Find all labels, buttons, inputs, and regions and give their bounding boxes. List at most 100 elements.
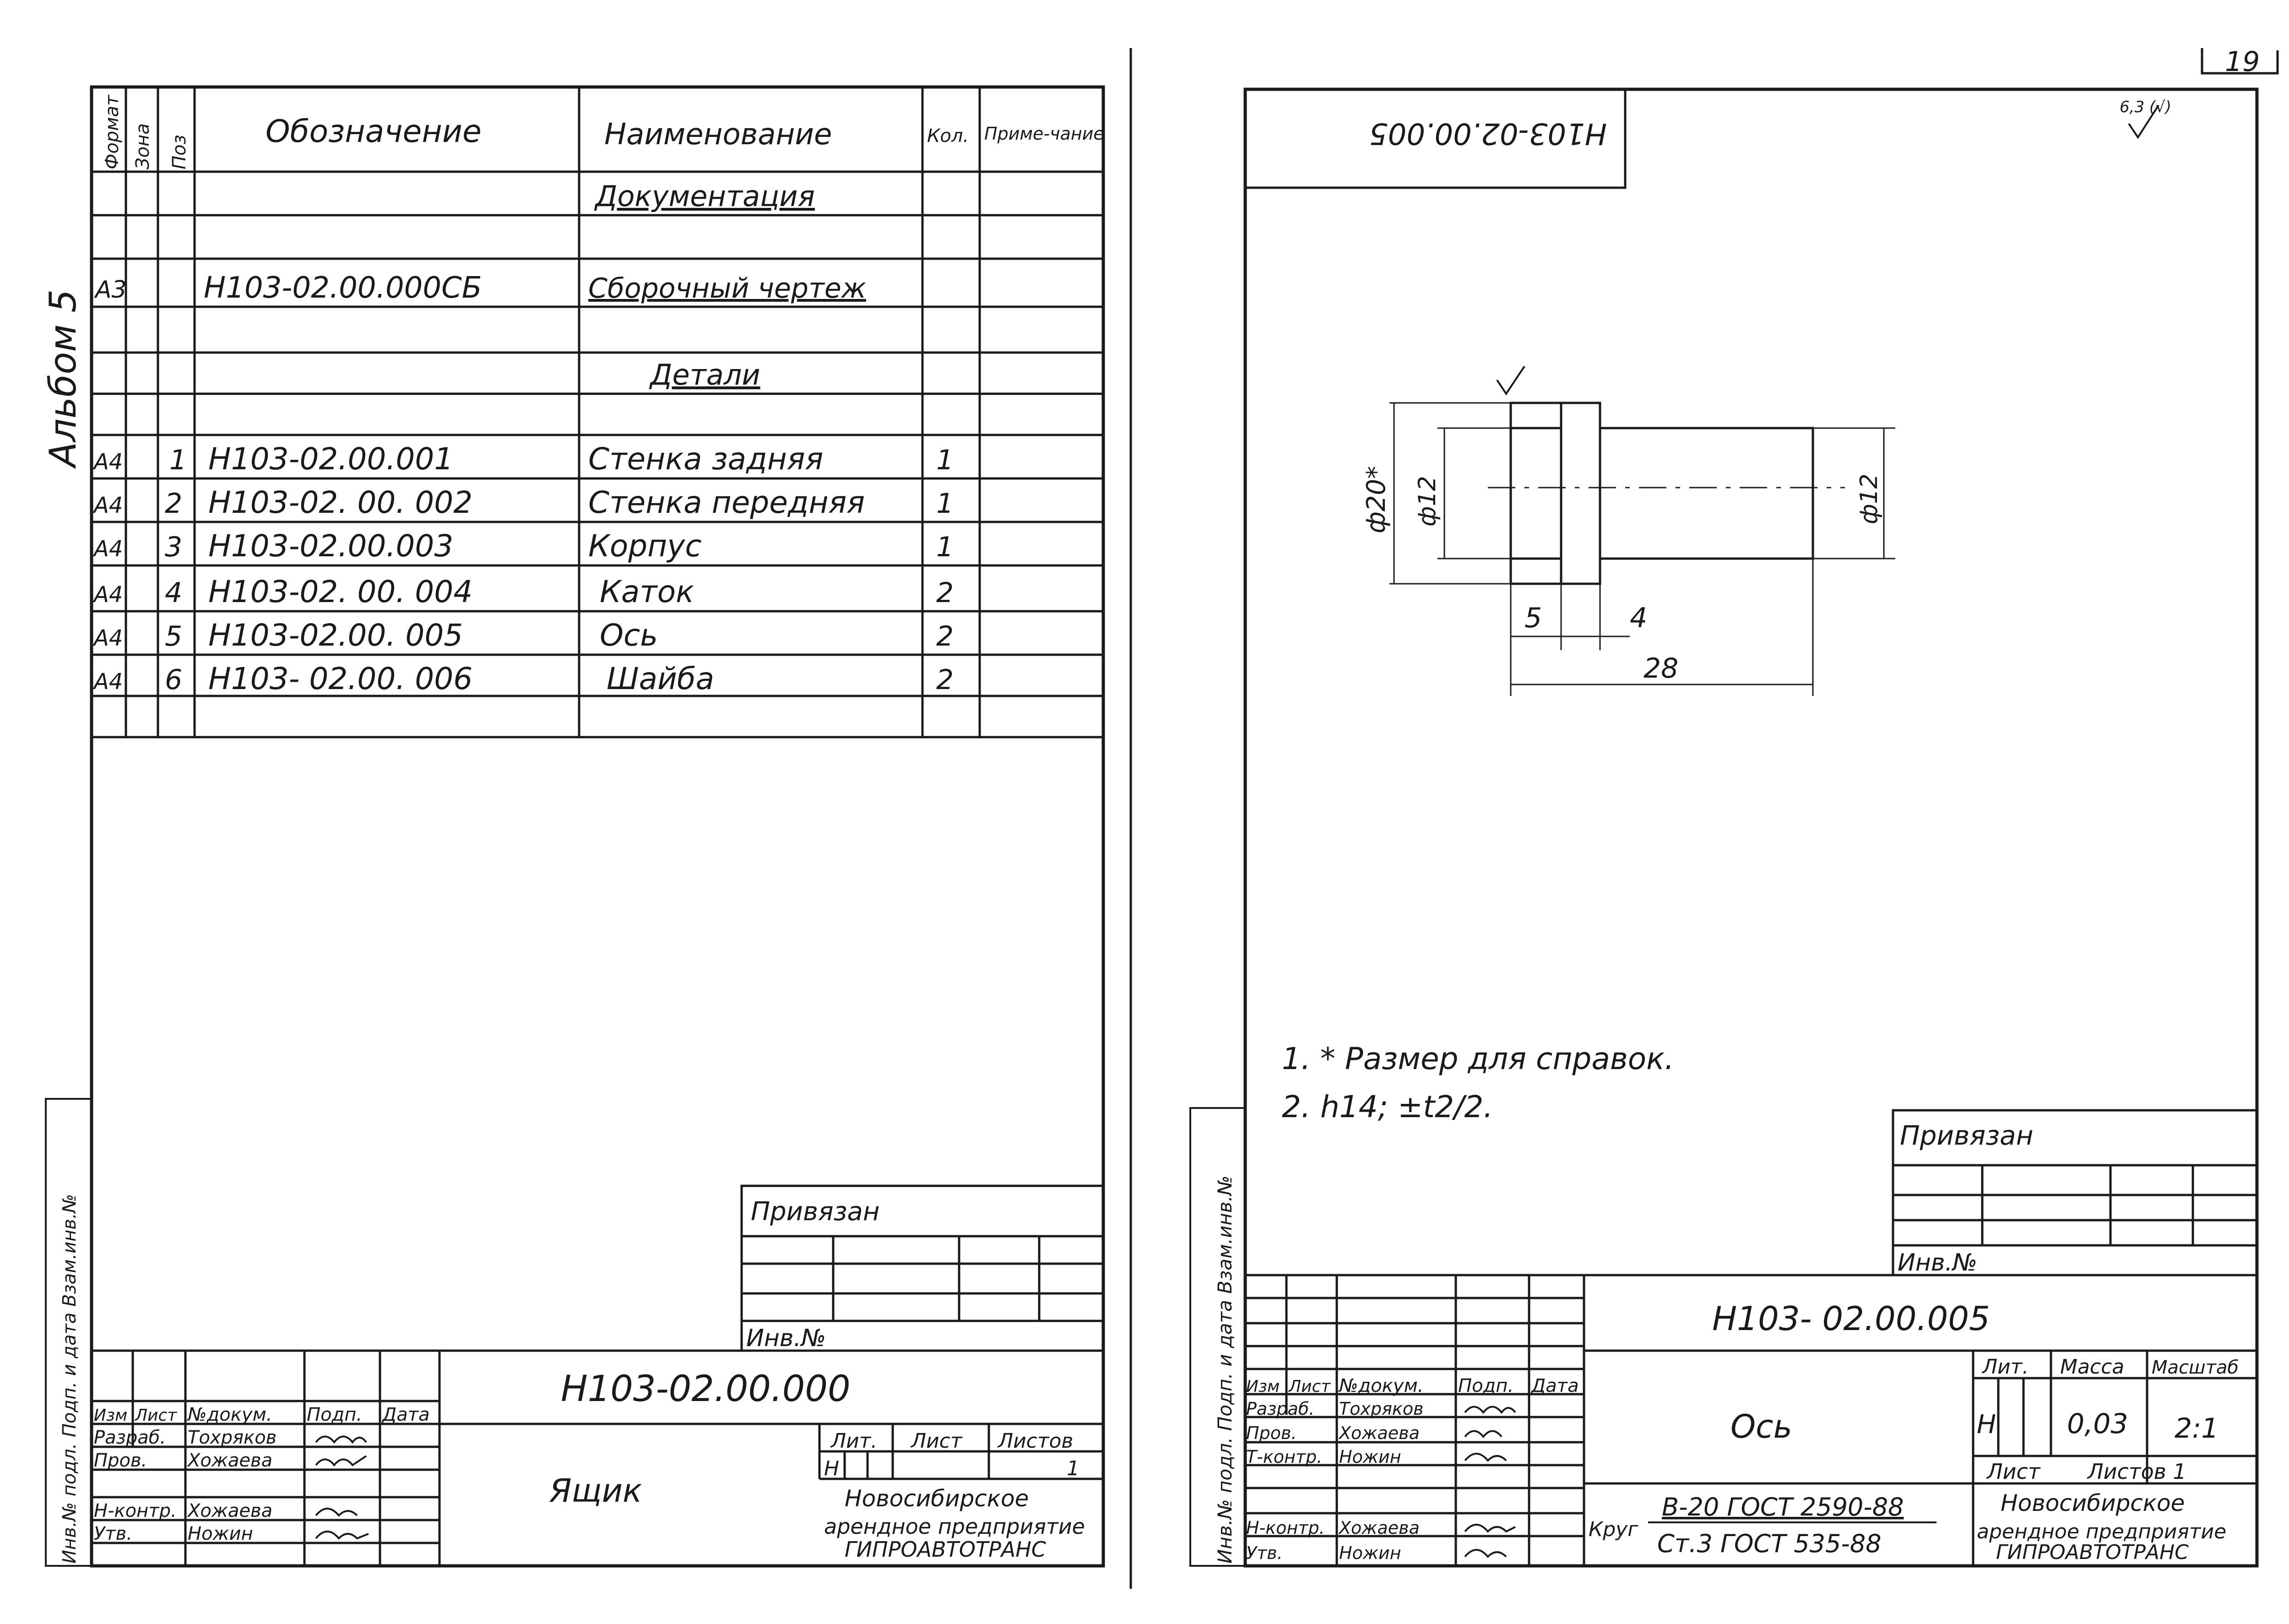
tb-header-list: Лист bbox=[1288, 1377, 1331, 1396]
doc-row-name: Сборочный чертеж bbox=[588, 272, 866, 304]
header-note: Приме-чание bbox=[984, 124, 1104, 144]
row-qty: 2 bbox=[936, 620, 954, 652]
note-2: 2. h14; ±t2/2. bbox=[1282, 1089, 1493, 1124]
spec-row: А4 4 Н103-02. 00. 004 Каток 2 bbox=[92, 574, 954, 609]
section-documentation: Документация bbox=[594, 179, 815, 213]
row-designation: Н103-02. 00. 002 bbox=[208, 485, 472, 520]
title-name: Ящик bbox=[549, 1472, 642, 1510]
row-name: Корпус bbox=[588, 528, 702, 564]
row-name: Стенка задняя bbox=[588, 441, 823, 477]
corner-page-number-box: 19 bbox=[2201, 46, 2279, 78]
signature bbox=[315, 1435, 367, 1444]
row-format: А4 bbox=[92, 669, 123, 695]
dim-d12-left: ф12 bbox=[1414, 476, 1441, 527]
tb-scale-value: 2:1 bbox=[2175, 1412, 2219, 1445]
row-pos: 4 bbox=[165, 577, 182, 609]
tb-lit-value: Н bbox=[824, 1457, 839, 1480]
side-stamp-strip bbox=[1189, 1107, 1246, 1567]
row-pos: 6 bbox=[165, 664, 182, 696]
row-designation: Н103-02.00.001 bbox=[208, 441, 453, 477]
dim-5: 5 bbox=[1524, 602, 1542, 634]
tb-org-line2: арендное предприятие bbox=[824, 1514, 1085, 1539]
roughness-text: 6,3 (√) bbox=[2120, 98, 2171, 116]
side-stamp-text: Инв.№ подл. Подп. и дата Взам.инв.№ bbox=[59, 1194, 80, 1564]
tb-material-line1: В-20 ГОСТ 2590-88 bbox=[1662, 1493, 1904, 1521]
row-format: А4 bbox=[92, 536, 123, 562]
row-qty: 2 bbox=[936, 664, 954, 696]
right-sheet: Н103-02.00.005 6,3 (√) bbox=[1189, 87, 2259, 1568]
tb-person: Ножин bbox=[188, 1523, 253, 1544]
row-qty: 1 bbox=[936, 444, 954, 476]
tb-role: Пров. bbox=[94, 1450, 147, 1471]
row-name: Каток bbox=[600, 574, 694, 609]
tb-mass-label: Масса bbox=[2060, 1355, 2124, 1379]
tb-role: Разраб. bbox=[1246, 1399, 1314, 1419]
row-pos: 2 bbox=[165, 488, 182, 520]
title-block-grid bbox=[90, 1349, 1105, 1567]
tb-role: Н-контр. bbox=[1246, 1518, 1325, 1538]
tb-role: Пров. bbox=[1246, 1423, 1296, 1443]
title-name: Ось bbox=[1730, 1408, 1792, 1445]
row-format: А4 bbox=[92, 582, 123, 608]
row-designation: Н103-02. 00. 004 bbox=[208, 574, 472, 609]
header-qty: Кол. bbox=[927, 125, 969, 147]
tb-role: Разраб. bbox=[94, 1427, 166, 1448]
title-code: Н103-02.00.000 bbox=[561, 1369, 851, 1410]
header-designation: Обозначение bbox=[266, 114, 482, 150]
row-name: Ось bbox=[600, 618, 658, 653]
tb-header-date: Дата bbox=[1530, 1375, 1579, 1396]
tb-person: Хожаева bbox=[1338, 1518, 1420, 1538]
tb-person: Тохряков bbox=[188, 1427, 277, 1448]
tb-listov-label: Листов bbox=[997, 1429, 1073, 1453]
tb-lit-label: Лит. bbox=[830, 1429, 877, 1453]
row-format: А4 bbox=[92, 449, 123, 475]
inverted-code: Н103-02.00.005 bbox=[1369, 116, 1607, 150]
tb-list-label: Лист bbox=[1986, 1459, 2041, 1484]
tb-role: Утв. bbox=[1246, 1543, 1283, 1563]
privyazan-label: Привязан bbox=[751, 1197, 879, 1227]
tb-header-izm: Изм bbox=[94, 1406, 127, 1425]
tb-role: Н-контр. bbox=[94, 1500, 177, 1521]
tb-material-prefix: Круг bbox=[1589, 1518, 1638, 1541]
row-designation: Н103-02.00.003 bbox=[208, 528, 453, 564]
privyazan-block bbox=[740, 1184, 1105, 1352]
spec-row: А4 5 Н103-02.00. 005 Ось 2 bbox=[92, 618, 954, 653]
surface-mark bbox=[1496, 365, 1525, 396]
row-qty: 2 bbox=[936, 577, 954, 609]
title-block-grid bbox=[1245, 1274, 2257, 1566]
tb-header-izm: Изм bbox=[1246, 1377, 1280, 1396]
tb-mass-value: 0,03 bbox=[2067, 1408, 2128, 1440]
spec-row: А4 3 Н103-02.00.003 Корпус 1 bbox=[92, 528, 954, 564]
row-qty: 1 bbox=[936, 488, 954, 520]
note-1: 1. * Размер для справок. bbox=[1282, 1041, 1674, 1076]
part-shaft bbox=[1599, 427, 1814, 560]
tb-material-line2: Ст.3 ГОСТ 535-88 bbox=[1657, 1529, 1882, 1558]
tb-person: Хожаева bbox=[187, 1500, 272, 1521]
row-qty: 1 bbox=[936, 531, 954, 563]
doc-row-designation: Н103-02.00.000СБ bbox=[204, 271, 482, 305]
section-details: Детали bbox=[649, 358, 760, 391]
row-pos: 1 bbox=[169, 444, 187, 476]
header-pos: Поз bbox=[169, 135, 190, 169]
right-frame bbox=[1243, 87, 2259, 1568]
tb-scale-label: Масштаб bbox=[2152, 1357, 2239, 1378]
tb-header-doc: №докум. bbox=[1338, 1375, 1423, 1396]
row-format: А4 bbox=[92, 625, 123, 651]
spec-row: А4 2 Н103-02. 00. 002 Стенка передняя 1 bbox=[92, 485, 954, 520]
left-sheet: Альбом 5 Формат Зона Поз bbox=[42, 85, 1105, 1568]
signature bbox=[1464, 1453, 1507, 1462]
row-designation: Н103- 02.00. 006 bbox=[208, 661, 472, 696]
inv-no-label: Инв.№ bbox=[1898, 1249, 1977, 1276]
tb-header-doc: №докум. bbox=[187, 1404, 272, 1425]
tb-person: Тохряков bbox=[1339, 1399, 1424, 1419]
dim-d12-right: ф12 bbox=[1855, 473, 1883, 524]
tb-header-sign: Подп. bbox=[307, 1404, 362, 1425]
tb-header-list: Лист bbox=[134, 1406, 177, 1425]
tb-header-sign: Подп. bbox=[1458, 1375, 1513, 1396]
tb-lit-label: Лит. bbox=[1981, 1355, 2029, 1379]
side-stamp-text: Инв.№ подл. Подп. и дата Взам.инв.№ bbox=[1214, 1175, 1236, 1564]
part-drawing bbox=[1389, 365, 1895, 696]
row-designation: Н103-02.00. 005 bbox=[208, 618, 463, 653]
signature bbox=[1464, 1430, 1502, 1439]
dim-28: 28 bbox=[1644, 652, 1678, 684]
